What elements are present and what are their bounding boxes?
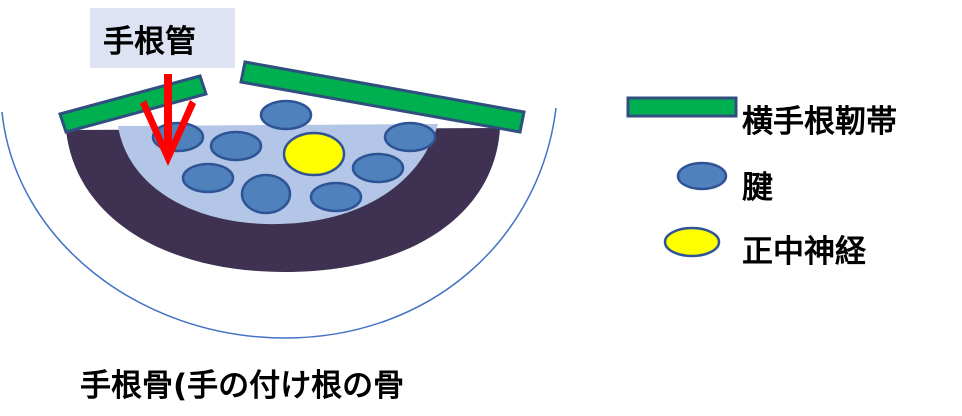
tendon xyxy=(181,162,235,194)
blue-ellipse-icon xyxy=(676,161,728,191)
pressure-arrow xyxy=(140,74,196,166)
green-bar-icon xyxy=(626,96,738,118)
legend-label-ligament: 横手根靭帯 xyxy=(742,104,897,140)
ligament-right xyxy=(239,60,526,134)
wrist-outline xyxy=(1,107,557,339)
title-background xyxy=(90,8,235,68)
tendons xyxy=(151,99,437,215)
median-nerve xyxy=(282,131,346,177)
legend-label-nerve: 正中神経 xyxy=(742,234,866,270)
tendon xyxy=(309,181,363,213)
tendon xyxy=(259,99,313,131)
diagram-title: 手根管 xyxy=(103,24,196,60)
tendon xyxy=(383,121,437,153)
tendon xyxy=(240,173,292,215)
tendon xyxy=(351,152,405,184)
tendon xyxy=(209,130,263,162)
yellow-ellipse-icon xyxy=(663,226,721,258)
diagram-caption: 手根骨(手の付け根の骨 xyxy=(80,368,405,404)
legend-label-tendon: 腱 xyxy=(742,170,773,206)
